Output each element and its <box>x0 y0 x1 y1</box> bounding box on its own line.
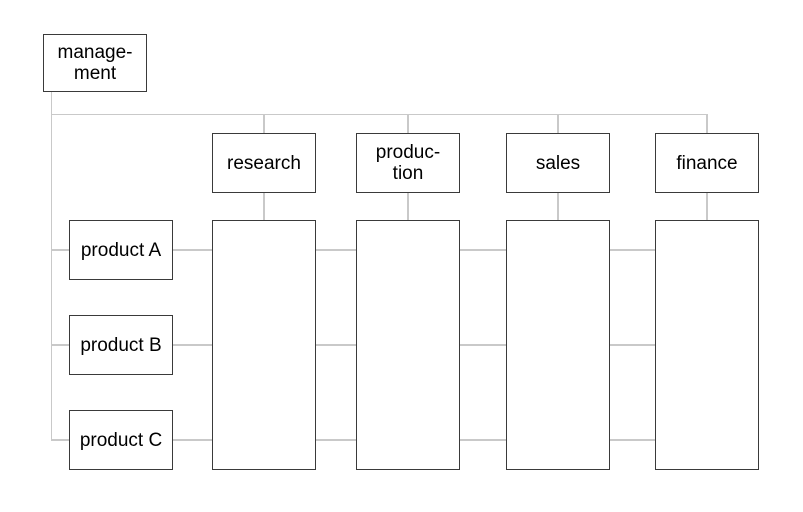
connector-stem-sales <box>557 193 559 220</box>
connector-drop-sales <box>557 113 559 134</box>
node-production: produc- tion <box>356 133 460 193</box>
connector-drop-research <box>263 113 265 134</box>
connector-drop-finance <box>706 113 708 134</box>
node-research: research <box>212 133 316 193</box>
connector-drop-production <box>407 113 409 134</box>
node-sales: sales <box>506 133 610 193</box>
node-product-c: product C <box>69 410 173 470</box>
connector-stem-production <box>407 193 409 220</box>
matrix-column-sales <box>506 220 610 470</box>
node-product-b: product B <box>69 315 173 375</box>
connector-management-trunk <box>50 113 707 115</box>
node-finance: finance <box>655 133 759 193</box>
node-management: manage- ment <box>43 34 147 92</box>
matrix-column-production <box>356 220 460 470</box>
matrix-column-research <box>212 220 316 470</box>
connector-stem-research <box>263 193 265 220</box>
node-product-a: product A <box>69 220 173 280</box>
matrix-column-finance <box>655 220 759 470</box>
connector-left-rail <box>50 92 52 441</box>
connector-stem-finance <box>706 193 708 220</box>
